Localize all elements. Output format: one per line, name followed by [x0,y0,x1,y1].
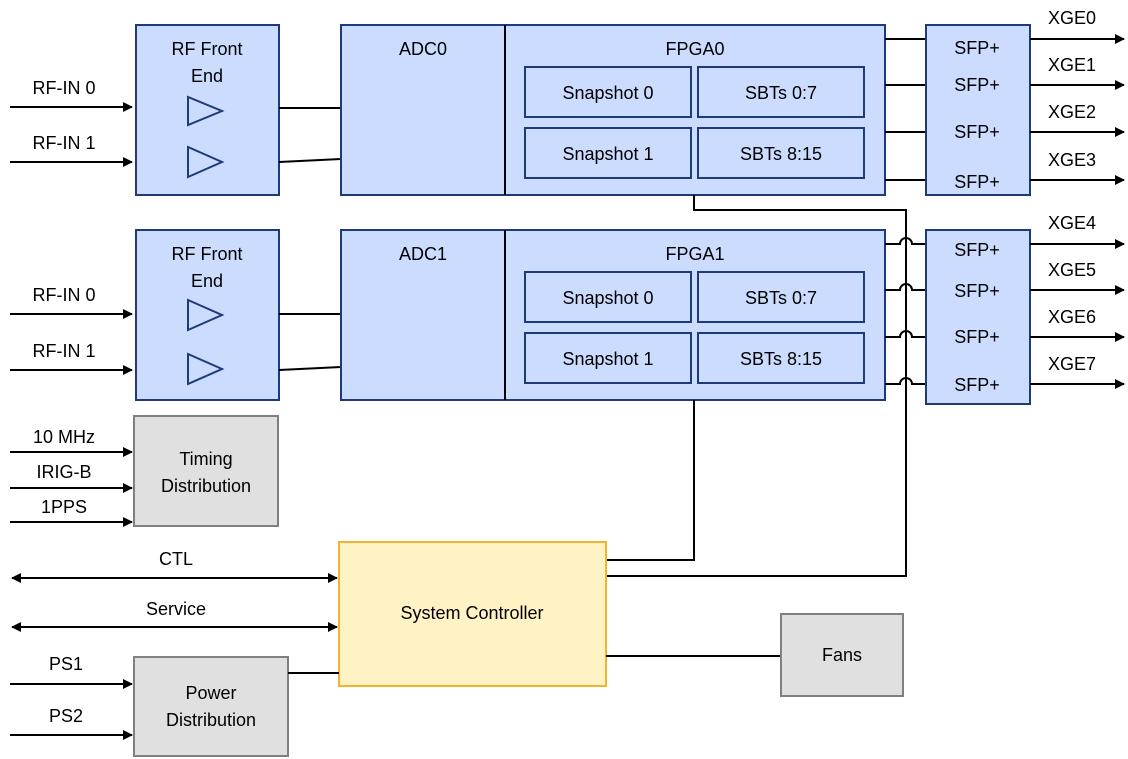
rf-front-end-1 [135,229,280,401]
rf-front-end-0-label-line1: RF Front [171,39,242,59]
timing-distribution-label-line1: Timing [179,449,232,469]
xge6-label: XGE6 [1048,307,1096,327]
snapshot-0-block [524,66,692,118]
sbts-8-15-label: SBTs 8:15 [740,144,822,164]
sbts-8-15-block [697,332,865,384]
sfp-module-1 [925,229,1031,405]
timing-distribution [133,415,279,527]
xge1-label: XGE1 [1048,55,1096,75]
sbts-8-15-label: SBTs 8:15 [740,349,822,369]
sfp-label: SFP+ [954,172,1000,192]
sfp-label: SFP+ [954,327,1000,347]
sfp-label: SFP+ [954,38,1000,58]
system-controller-section: CTL Service System Controller Fans [11,541,904,697]
rf-to-adc1-wire [278,366,342,371]
fpga0-label: FPGA0 [665,39,724,59]
rf-front-end-0 [135,24,280,196]
channel-1: RF-IN 0 RF-IN 1 RF Front End ADC1 FPGA1 … [10,213,1125,405]
sbts-0-7-label: SBTs 0:7 [745,288,817,308]
rf-in-1-label: RF-IN 1 [33,133,96,153]
snapshot-0-label: Snapshot 0 [562,83,653,103]
snapshot-1-block [524,127,692,179]
rf-in-0-label: RF-IN 0 [33,285,96,305]
system-controller-label: System Controller [400,603,543,623]
service-label: Service [146,599,206,619]
power-distribution-label-line2: Distribution [166,710,256,730]
rf-front-end-0-label-line2: End [191,66,223,86]
amplifier-icon [187,95,225,127]
1pps-label: 1PPS [41,497,87,517]
sbts-0-7-label: SBTs 0:7 [745,83,817,103]
irig-b-label: IRIG-B [36,462,91,482]
sbts-8-15-block [697,127,865,179]
snapshot-0-block [524,271,692,323]
rf-front-end-1-label-line2: End [191,271,223,291]
snapshot-1-label: Snapshot 1 [562,349,653,369]
sbts-0-7-block [697,271,865,323]
timing-distribution-label-line2: Distribution [161,476,251,496]
amplifier-icon [187,352,225,386]
amplifier-icon [187,145,225,179]
sfp-label: SFP+ [954,122,1000,142]
xge7-label: XGE7 [1048,354,1096,374]
system-controller [338,541,607,687]
power-section: PS1 PS2 Power Distribution [10,654,339,757]
fpga0-control-bus [606,195,907,577]
ps1-label: PS1 [49,654,83,674]
sfp-label: SFP+ [954,240,1000,260]
xge2-label: XGE2 [1048,102,1096,122]
snapshot-0-label: Snapshot 0 [562,288,653,308]
fpga1-control-bus [606,400,695,561]
sfp-label: SFP+ [954,75,1000,95]
adc1-label: ADC1 [399,244,447,264]
sfp-label: SFP+ [954,281,1000,301]
snapshot-1-label: Snapshot 1 [562,144,653,164]
rf-in-1-label: RF-IN 1 [33,341,96,361]
sbts-0-7-block [697,66,865,118]
channel-0: RF-IN 0 RF-IN 1 RF Front End ADC0 FPGA0 … [10,8,1125,196]
rf-to-adc0-wire [278,158,342,163]
fans-label: Fans [822,645,862,665]
amplifier-icon [187,298,225,332]
snapshot-1-block [524,332,692,384]
sfp-label: SFP+ [954,375,1000,395]
ctl-label: CTL [159,549,193,569]
xge3-label: XGE3 [1048,150,1096,170]
rf-front-end-1-label-line1: RF Front [171,244,242,264]
xge5-label: XGE5 [1048,260,1096,280]
rf-in-0-label: RF-IN 0 [33,78,96,98]
xge4-label: XGE4 [1048,213,1096,233]
xge0-label: XGE0 [1048,8,1096,28]
fpga1-label: FPGA1 [665,244,724,264]
power-distribution [133,656,289,757]
fans-block [780,613,904,697]
timing-section: 10 MHz IRIG-B 1PPS Timing Distribution [10,415,279,527]
ps2-label: PS2 [49,706,83,726]
power-distribution-label-line1: Power [185,683,236,703]
10mhz-label: 10 MHz [33,427,95,447]
sfp-module-0 [925,24,1031,196]
adc0-label: ADC0 [399,39,447,59]
